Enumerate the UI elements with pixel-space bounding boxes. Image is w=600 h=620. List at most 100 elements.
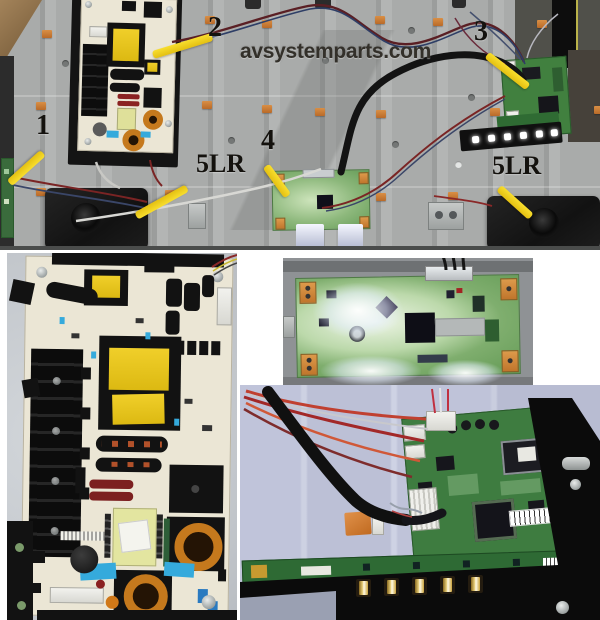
transistor (211, 341, 221, 356)
copper-corner (500, 278, 518, 301)
component-gray (434, 317, 486, 337)
screw (201, 595, 216, 610)
jack-contact (443, 578, 452, 592)
screw-hole (306, 357, 312, 363)
pcb-edge-mark (163, 518, 170, 567)
component (91, 351, 97, 359)
panel-pad (36, 102, 46, 110)
screw (52, 426, 61, 436)
transistor (199, 341, 209, 356)
av-jack (468, 575, 483, 593)
panel-rivet (62, 60, 69, 67)
component (145, 332, 151, 340)
transistor (187, 340, 197, 355)
av-jack (412, 577, 427, 595)
panel-rivet (408, 27, 415, 34)
resistor (89, 479, 134, 490)
blue-tape (163, 561, 195, 578)
main-transformer-yellow-top (108, 347, 170, 391)
capacitor (165, 310, 180, 335)
panel-rivet (322, 57, 329, 64)
component (174, 418, 180, 426)
bracket-hole (435, 211, 443, 219)
panel-pad (448, 192, 458, 200)
jack-contact (387, 580, 396, 594)
copper-corner (501, 350, 519, 373)
photo-tv-back-panel-overview: 1 2 3 4 5LR 5LR avsystemparts.com (0, 0, 600, 250)
av-jack (440, 576, 455, 594)
component-red (456, 288, 463, 294)
jack-contact (359, 581, 368, 595)
transformer-pins (104, 513, 111, 558)
panel-pad (375, 16, 385, 24)
lvds-ribbon (338, 224, 363, 250)
main-photo-wires (243, 386, 449, 526)
callout-label-5lr-left: 5LR (196, 149, 246, 178)
cap-marking (101, 440, 162, 448)
power-pcb (20, 255, 234, 619)
resistor (89, 491, 134, 502)
connector (49, 586, 104, 604)
screw-hole (305, 285, 311, 291)
lvds-black-cable (337, 51, 527, 176)
av-jack (384, 578, 399, 596)
white-speaker-wire (75, 159, 322, 223)
photo-power-supply-closeup (7, 253, 237, 620)
chip (446, 290, 455, 299)
panel-pad (376, 193, 386, 201)
bracket-bottom-strip (37, 610, 237, 620)
screw (50, 526, 59, 536)
screw (52, 376, 61, 386)
component (184, 398, 193, 404)
tcon-bg-top (283, 261, 533, 272)
chip (472, 295, 485, 312)
heatsink-tab (80, 367, 91, 380)
callout-label-4: 4 (261, 125, 275, 156)
barcode-label (60, 531, 105, 541)
wiring-overlay (12, 3, 559, 223)
flash-flare (428, 360, 503, 385)
power-module (168, 464, 224, 514)
screw-green (17, 601, 26, 610)
panel-rivet (455, 161, 462, 168)
metal-bracket (188, 203, 206, 229)
photo-tcon-closeup (283, 258, 533, 385)
panel-pad (262, 20, 272, 28)
transformer-pale (112, 507, 158, 567)
right-speaker-wire (433, 195, 493, 207)
tv-frame-right-region (568, 50, 600, 142)
component (95, 579, 106, 589)
mount-tab (245, 0, 261, 9)
jack-contact (415, 579, 424, 593)
twisted-wires (389, 502, 423, 518)
flash-flare (321, 356, 421, 385)
screw-hole (506, 286, 512, 292)
component (135, 318, 144, 324)
component (71, 333, 80, 339)
panel-pad (376, 110, 386, 118)
panel-seam (0, 95, 600, 97)
panel-pad (262, 105, 272, 113)
callout-label-1: 1 (36, 110, 50, 141)
capacitor-row (95, 457, 162, 473)
panel-pad (36, 188, 46, 196)
component (217, 569, 227, 582)
av-jack (356, 579, 371, 597)
bracket-left-strip (7, 521, 33, 620)
thick-black-cable (262, 386, 447, 526)
panel-pad (594, 106, 600, 114)
screw (570, 479, 581, 490)
pcb-pad-green (484, 319, 500, 342)
screw-hole (305, 293, 311, 299)
diode (75, 467, 86, 494)
speaker-cone (529, 208, 559, 238)
mount-tab (452, 0, 466, 8)
metal-bracket (428, 202, 464, 230)
site-watermark: avsystemparts.com (240, 40, 432, 63)
panel-pad (202, 101, 212, 109)
connector-wires-top (431, 387, 449, 414)
callout-label-5lr-right: 5LR (492, 151, 542, 180)
panel-pad (315, 108, 325, 116)
label-sticker (117, 519, 152, 553)
